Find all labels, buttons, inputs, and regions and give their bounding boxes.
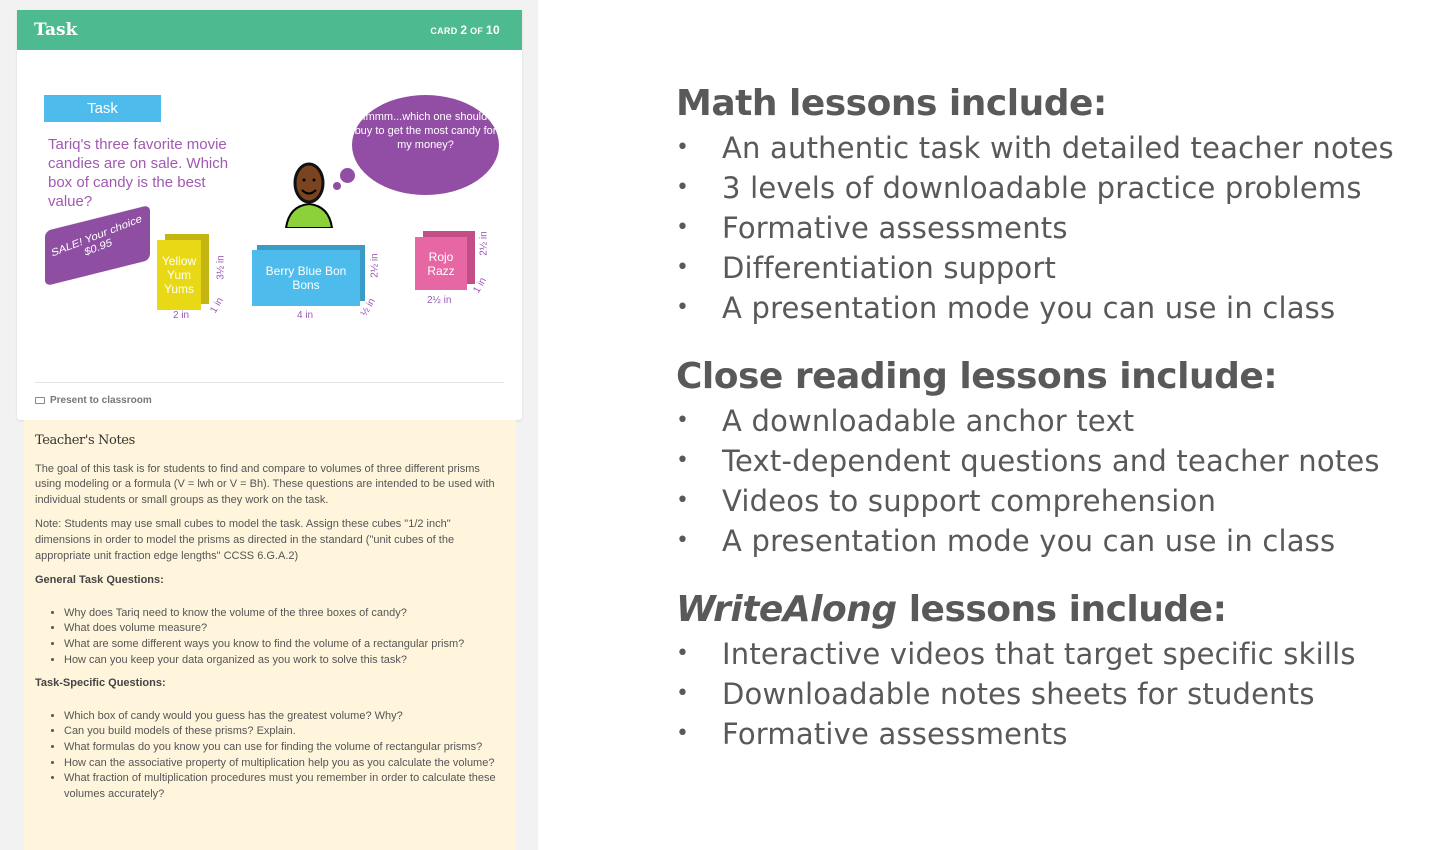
list-item: Can you build models of these prisms? Ex…	[64, 724, 505, 740]
bubble-dot	[340, 168, 355, 183]
task-panel: Task CARD 2 OF 10 Task Tariq's three fav…	[0, 0, 538, 850]
list-item: Text-dependent questions and teacher not…	[676, 441, 1394, 481]
task-card: Task CARD 2 OF 10 Task Tariq's three fav…	[17, 10, 522, 420]
math-lessons-section: Math lessons include: An authentic task …	[676, 80, 1394, 328]
list-item: What fraction of multiplication procedur…	[64, 771, 505, 802]
student-figure-icon	[284, 162, 334, 228]
list-item: How can you keep your data organized as …	[64, 653, 505, 669]
notes-paragraph: Note: Students may use small cubes to mo…	[35, 518, 455, 562]
monitor-icon	[35, 397, 45, 404]
sale-banner: SALE! Your choice $0.95	[45, 204, 150, 287]
box-yellow-yum-yums: Yellow Yum Yums	[157, 240, 201, 310]
dimension-label: 3½ in	[215, 255, 227, 280]
list-item: Why does Tariq need to know the volume o…	[64, 606, 505, 622]
present-label: Present to classroom	[50, 395, 152, 406]
dimension-label: 2½ in	[369, 253, 381, 278]
list-item: 3 levels of downloadable practice proble…	[676, 168, 1394, 208]
list-item: Videos to support comprehension	[676, 481, 1394, 521]
list-item: What are some different ways you know to…	[64, 637, 505, 653]
task-tag: Task	[44, 95, 161, 122]
dimension-label: 2½ in	[478, 231, 490, 256]
section-heading: WriteAlong lessons include:	[676, 589, 1227, 630]
divider	[35, 382, 504, 383]
specific-questions-heading: Task-Specific Questions:	[35, 677, 166, 690]
list-item: A presentation mode you can use in class	[676, 521, 1394, 561]
dimension-label: ½ in	[358, 296, 378, 319]
list-item: Interactive videos that target specific …	[676, 634, 1394, 674]
general-questions-heading: General Task Questions:	[35, 574, 164, 587]
list-item: How can the associative property of mult…	[64, 756, 505, 772]
list-item: What does volume measure?	[64, 621, 505, 637]
section-heading: Math lessons include:	[676, 83, 1107, 124]
notes-title: Teacher's Notes	[35, 433, 135, 448]
box-rojo-razz: Rojo Razz	[415, 237, 467, 290]
general-questions-list: Why does Tariq need to know the volume o…	[35, 606, 505, 668]
card-counter: CARD 2 OF 10	[430, 23, 500, 37]
list-item: An authentic task with detailed teacher …	[676, 128, 1394, 168]
list-item: What formulas do you know you can use fo…	[64, 740, 505, 756]
card-header: Task CARD 2 OF 10	[17, 10, 522, 50]
specific-questions-list: Which box of candy would you guess has t…	[35, 709, 505, 803]
card-title: Task	[34, 20, 78, 40]
bubble-dot	[333, 182, 341, 190]
teachers-notes: Teacher's Notes The goal of this task is…	[24, 420, 516, 850]
dimension-label: 1 in	[208, 295, 226, 316]
writealong-section: WriteAlong lessons include: Interactive …	[676, 586, 1394, 754]
list-item: Downloadable notes sheets for students	[676, 674, 1394, 714]
dimension-label: 2½ in	[427, 295, 452, 306]
feature-list: Math lessons include: An authentic task …	[676, 80, 1394, 779]
dimension-label: 1 in	[471, 275, 489, 296]
close-reading-section: Close reading lessons include: A downloa…	[676, 353, 1394, 561]
list-item: Formative assessments	[676, 208, 1394, 248]
thought-bubble: Hmmm...which one should I buy to get the…	[352, 95, 499, 195]
notes-paragraph: The goal of this task is for students to…	[35, 462, 495, 506]
list-item: Which box of candy would you guess has t…	[64, 709, 505, 725]
list-item: A presentation mode you can use in class	[676, 288, 1394, 328]
box-berry-blue-bon-bons: Berry Blue Bon Bons	[252, 250, 360, 306]
section-heading: Close reading lessons include:	[676, 356, 1278, 397]
dimension-label: 2 in	[173, 310, 190, 321]
dimension-label: 4 in	[297, 310, 314, 321]
present-to-classroom-link[interactable]: Present to classroom	[35, 395, 152, 406]
list-item: Differentiation support	[676, 248, 1394, 288]
list-item: Formative assessments	[676, 714, 1394, 754]
task-question: Tariq's three favorite movie candies are…	[48, 136, 229, 210]
list-item: A downloadable anchor text	[676, 401, 1394, 441]
